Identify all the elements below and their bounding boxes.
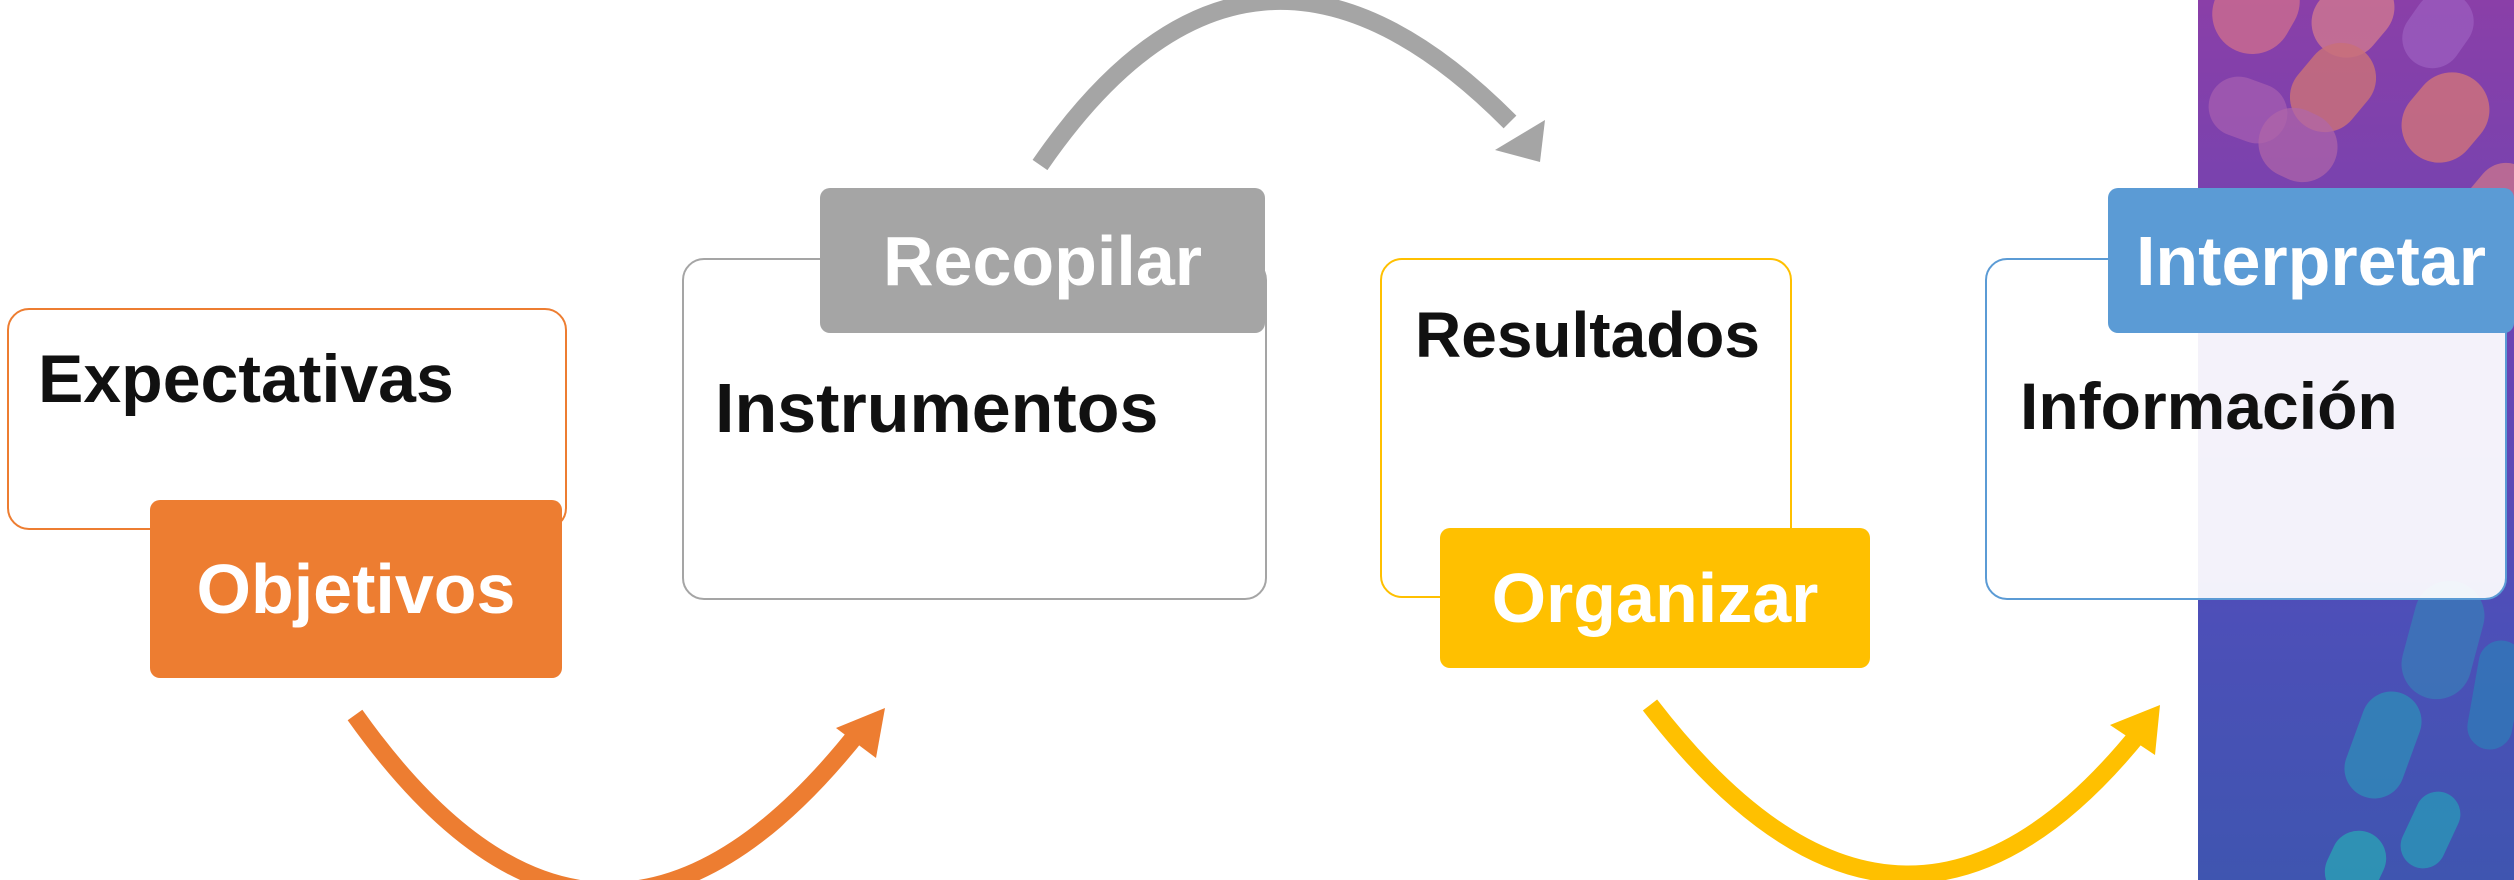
tag-recopilar: Recopilar [820, 188, 1265, 333]
arrow-objetivos-to-recopilar [347, 708, 885, 880]
arrow-organizar-to-interpretar [1642, 699, 2160, 880]
card-label-resultados: Resultados [1415, 299, 1760, 371]
card-label-expectativas: Expectativas [38, 341, 454, 417]
card-label-instrumentos: Instrumentos [715, 369, 1159, 447]
card-expectativas [7, 308, 567, 530]
tag-objetivos: Objetivos [150, 500, 562, 678]
card-label-informacion: Información [2020, 369, 2398, 443]
tag-interpretar: Interpretar [2108, 188, 2514, 333]
tag-organizar: Organizar [1440, 528, 1870, 668]
arrow-recopilar-to-organizar [1032, 0, 1545, 171]
